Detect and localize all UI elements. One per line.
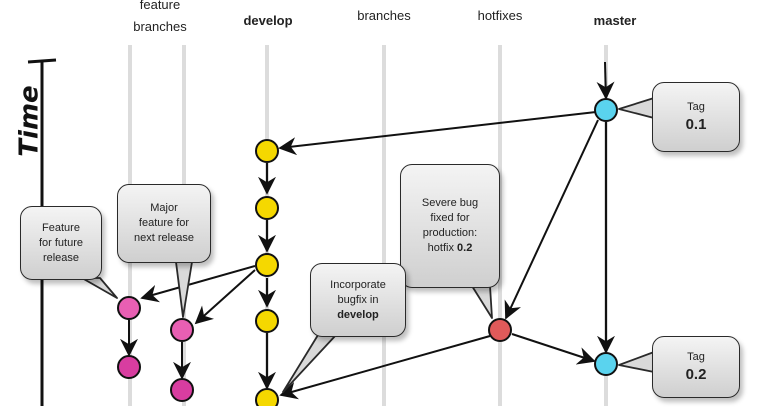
callout-severe-bug-prefix: hotfix xyxy=(427,242,458,254)
callout-severe-bug-line3: production: xyxy=(422,227,478,239)
commit-develop-4 xyxy=(255,309,279,333)
callout-feature-future-line2: for future xyxy=(38,236,84,249)
commit-feature1-2 xyxy=(117,355,141,379)
commit-hotfix-1 xyxy=(488,318,512,342)
commit-feature1-1 xyxy=(117,296,141,320)
callout-tag-0-1-label: Tag xyxy=(687,100,705,113)
edges xyxy=(120,61,615,400)
edge-hotfix-to-master xyxy=(511,333,596,365)
commits xyxy=(117,98,618,411)
edge-dev-to-feature2 xyxy=(194,269,256,325)
edge-dev-to-feature1 xyxy=(140,265,256,303)
callout-major-feature-line2: feature for xyxy=(138,217,190,229)
time-axis-label: Time xyxy=(14,85,45,157)
commit-master-1 xyxy=(594,98,618,122)
edge-master-to-hotfix xyxy=(504,119,599,320)
callout-feature-future: Feature for future release xyxy=(20,206,102,280)
column-label-feature-line1: feature xyxy=(139,0,181,12)
callout-incorporate-line1: Incorporate xyxy=(330,278,386,291)
pointer-feature-future xyxy=(81,277,118,299)
callout-feature-future-line3: release xyxy=(42,251,80,264)
pointer-major-feature xyxy=(175,261,193,318)
pointer-incorporate xyxy=(282,334,337,393)
callout-severe-bug: Severe bug fixed for production: hotfix … xyxy=(400,164,500,288)
callout-major-feature: Major feature for next release xyxy=(117,184,211,263)
callout-tag-0-1-value: 0.1 xyxy=(685,115,707,133)
edge-master-into-master-top xyxy=(596,61,615,100)
commit-feature2-2 xyxy=(170,378,194,402)
commit-feature2-1 xyxy=(170,318,194,342)
column-label-release: branches xyxy=(357,8,411,23)
callout-tag-0-1: Tag 0.1 xyxy=(652,82,740,152)
callout-incorporate: Incorporate bugfix in develop xyxy=(310,263,406,337)
commit-master-2 xyxy=(594,352,618,376)
pointer-severe-bug xyxy=(471,285,493,319)
column-label-hotfixes: hotfixes xyxy=(477,8,523,23)
column-label-develop: develop xyxy=(243,13,293,28)
pointer-tag1 xyxy=(618,97,655,119)
callout-tag-0-2-label: Tag xyxy=(687,350,705,363)
callout-severe-bug-line2: fixed for xyxy=(430,212,470,224)
commit-develop-2 xyxy=(255,196,279,220)
commit-develop-5 xyxy=(255,388,279,411)
callout-major-feature-line3: next release xyxy=(134,232,194,244)
commit-develop-1 xyxy=(255,139,279,163)
column-label-feature: feature branches xyxy=(128,0,192,38)
callout-severe-bug-version: 0.2 xyxy=(457,242,473,254)
column-label-feature-line2: branches xyxy=(133,19,187,34)
callout-tag-0-2-value: 0.2 xyxy=(685,365,707,383)
callout-pointers xyxy=(81,97,655,393)
edge-master-to-develop xyxy=(278,111,597,156)
callout-major-feature-line1: Major xyxy=(150,202,178,214)
callout-incorporate-line2: bugfix in xyxy=(337,293,379,306)
callout-feature-future-line1: Feature xyxy=(42,221,80,234)
callout-severe-bug-line1: Severe bug xyxy=(421,197,479,209)
pointer-tag2 xyxy=(618,351,655,373)
callout-severe-bug-line4: hotfix 0.2 xyxy=(428,241,473,256)
callout-tag-0-2: Tag 0.2 xyxy=(652,336,740,398)
edge-hotfix-to-develop xyxy=(279,335,491,400)
commit-develop-3 xyxy=(255,253,279,277)
callout-incorporate-bold: develop xyxy=(337,308,379,321)
column-label-master: master xyxy=(593,13,637,28)
